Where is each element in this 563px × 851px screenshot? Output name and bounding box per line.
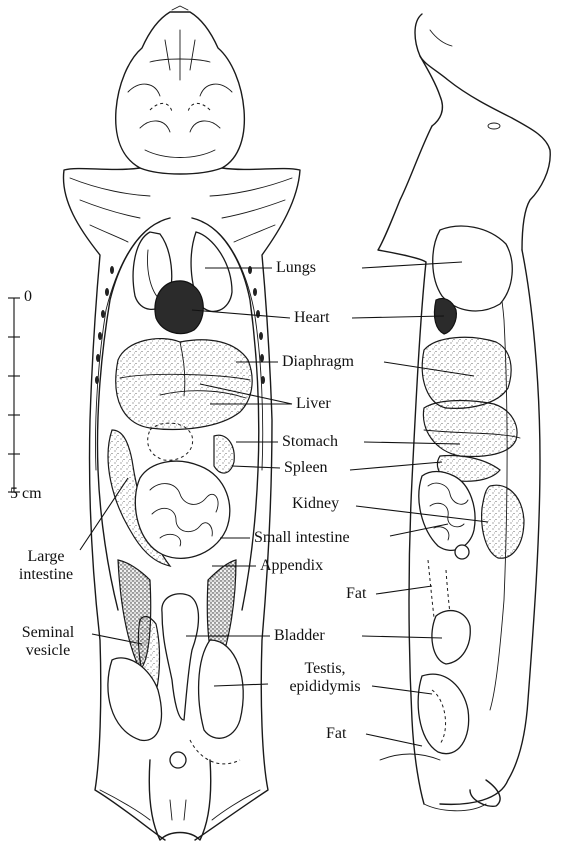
label-large-intestine: Large intestine [6, 548, 86, 584]
label-testis-epididymis: Testis, epididymis [270, 660, 380, 696]
liver-lateral [422, 337, 511, 408]
tail-base-ventral [149, 760, 210, 840]
scale-label-5cm: 5 cm [10, 485, 42, 503]
eye-lateral [488, 123, 500, 129]
label-fat-upper: Fat [346, 585, 366, 603]
bladder-ventral [162, 594, 199, 720]
scale-label-zero: 0 [24, 288, 32, 306]
liver-ventral [116, 339, 252, 430]
label-appendix: Appendix [260, 557, 323, 575]
spleen-ventral [214, 435, 234, 473]
lateral-head [415, 14, 550, 250]
label-fat-lower: Fat [326, 725, 346, 743]
lateral-view [378, 14, 550, 811]
testis-right-ventral [199, 640, 244, 738]
label-stomach: Stomach [282, 433, 338, 451]
label-kidney: Kidney [292, 495, 339, 513]
label-seminal-vesicle: Seminal vesicle [6, 624, 90, 660]
appendix-lateral [455, 545, 469, 559]
testis-lateral [418, 674, 469, 753]
label-small-intestine: Small intestine [254, 529, 350, 547]
label-bladder: Bladder [274, 627, 325, 645]
anus [170, 752, 186, 768]
stomach-lateral [423, 401, 517, 457]
small-intestine-ventral [135, 461, 230, 558]
label-heart: Heart [294, 309, 330, 327]
small-intestine-lateral [419, 472, 475, 551]
ventral-view [63, 6, 300, 840]
label-diaphragm: Diaphragm [282, 353, 354, 371]
bladder-lateral [432, 611, 470, 664]
label-spleen: Spleen [284, 459, 328, 477]
label-liver: Liver [296, 395, 331, 413]
label-lungs: Lungs [276, 259, 316, 277]
scale-bar [8, 298, 20, 492]
heart-ventral [155, 281, 203, 334]
